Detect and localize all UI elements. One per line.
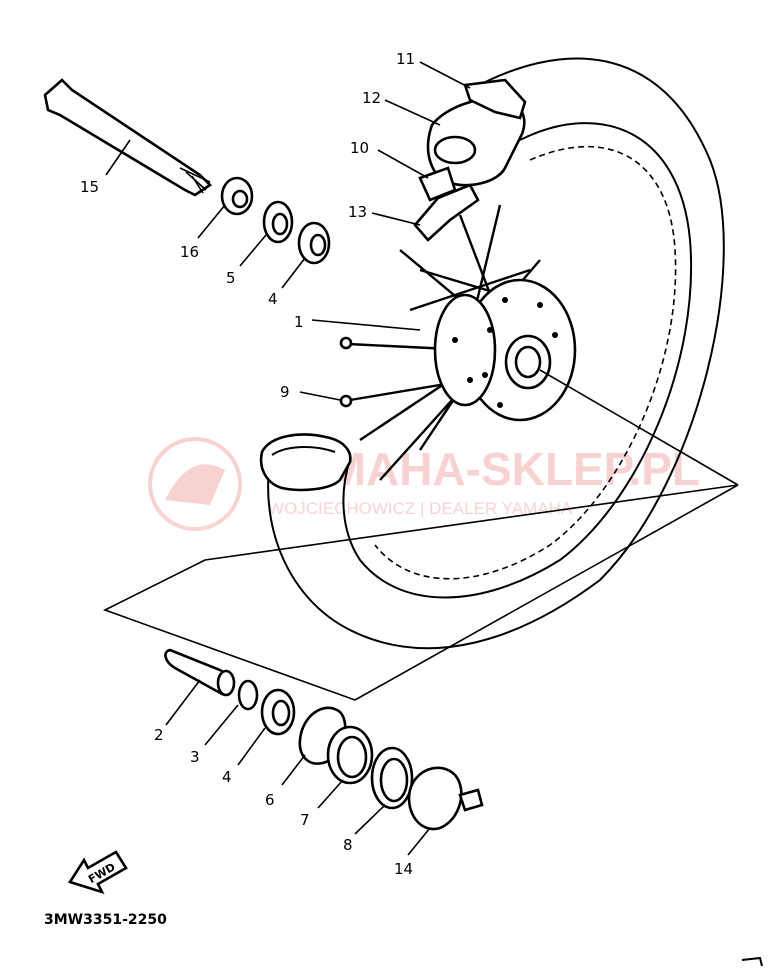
corner-mark — [741, 956, 763, 967]
callout-8: 8 — [343, 836, 353, 854]
drawing-code: 3MW3351-2250 — [44, 912, 167, 928]
wheel-hub — [433, 278, 577, 422]
callout-11: 11 — [396, 50, 415, 68]
callout-7: 7 — [300, 811, 310, 829]
callout-14: 14 — [394, 860, 413, 878]
callout-16: 16 — [180, 243, 199, 261]
watermark-logo-mark — [165, 464, 225, 505]
callout-4-upper: 4 — [268, 290, 278, 308]
callouts: 11 12 10 13 15 16 5 4 1 9 2 3 4 6 7 8 14 — [80, 50, 415, 878]
callout-3: 3 — [190, 748, 200, 766]
callout-9: 9 — [280, 383, 290, 401]
callout-4-lower: 4 — [222, 768, 232, 786]
callout-12: 12 — [362, 89, 381, 107]
hub-leader-line — [539, 369, 739, 486]
fwd-arrow-icon: FWD — [67, 850, 128, 895]
callout-13: 13 — [348, 203, 367, 221]
callout-6: 6 — [265, 791, 275, 809]
leader-lines — [105, 61, 471, 856]
tire-section — [259, 433, 352, 492]
callout-15: 15 — [80, 178, 99, 196]
tire — [267, 57, 725, 650]
rim-band-assembly — [413, 78, 527, 242]
watermark: YAMAHA-SKLEP.PL WOJCIECHOWICZ | DEALER Y… — [148, 437, 700, 531]
callout-5: 5 — [226, 269, 236, 287]
axle — [43, 78, 213, 197]
upper-bearing-stack — [220, 176, 331, 265]
callout-2: 2 — [154, 726, 164, 744]
watermark-logo-icon — [148, 437, 242, 531]
callout-10: 10 — [350, 139, 369, 157]
lower-parts — [164, 648, 484, 831]
callout-1: 1 — [294, 313, 304, 331]
